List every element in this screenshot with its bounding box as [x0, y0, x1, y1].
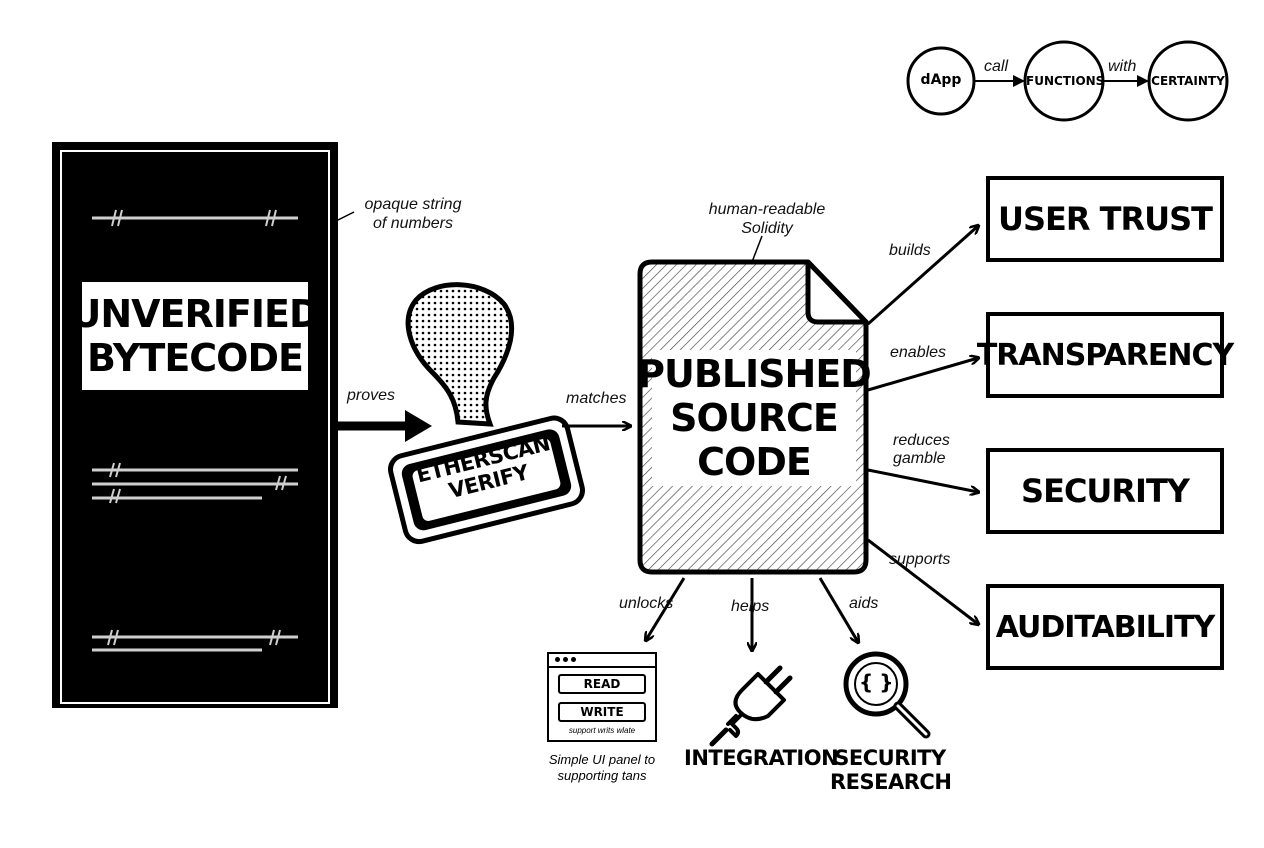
edge-label-aids: aids: [849, 595, 879, 612]
window-dot: [571, 657, 576, 662]
bytecode-note: opaque string of numbers: [352, 195, 474, 233]
bytecode-note-line2: of numbers: [372, 215, 454, 232]
stamp-icon: [388, 282, 585, 545]
window-dot: [563, 657, 568, 662]
outcome-transparency: TRANSPARENCY: [977, 312, 1234, 398]
ui-panel-caption: Simple UI panel to supporting tans: [530, 752, 674, 784]
research-glyph: { }: [859, 670, 893, 694]
write-button[interactable]: WRITE: [558, 702, 646, 722]
flow-node-certainty-label: CERTAINTY: [1151, 74, 1225, 88]
research-label: SECURITY RESEARCH: [830, 746, 952, 794]
research-label-line1: SECURITY: [834, 746, 946, 770]
edge-label-reduces: reduces gamble: [893, 432, 950, 468]
window-titlebar: [549, 654, 655, 668]
edge-label-proves: proves: [347, 387, 396, 404]
plug-icon: [709, 665, 793, 747]
edge-label-reduces-line2: gamble: [893, 450, 946, 467]
window-dot: [555, 657, 560, 662]
edge-label-enables: enables: [890, 344, 947, 361]
arrow-aids: [818, 577, 858, 642]
bytecode-panel: [52, 142, 338, 708]
flow-node-functions-label: FUNCTIONS: [1026, 74, 1105, 88]
bytecode-panel-border: [60, 150, 330, 704]
edge-label-helps: helps: [731, 598, 770, 615]
arrow-supports: [867, 538, 978, 624]
magnifier-icon: [843, 651, 931, 739]
source-title: PUBLISHED SOURCE CODE: [637, 350, 872, 486]
bytecode-note-line1: opaque string: [364, 196, 462, 213]
bytecode-title-line2: BYTECODE: [87, 336, 304, 380]
edge-label-unlocks: unlocks: [619, 595, 674, 612]
outcome-security: SECURITY: [986, 448, 1224, 534]
ui-panel-caption-line1: Simple UI panel to: [548, 752, 656, 767]
arrow-proves-head: [405, 410, 432, 442]
ui-panel-note: support writs wlate: [568, 726, 636, 735]
flow-edge-call-label: call: [984, 58, 1009, 75]
edge-label-reduces-line1: reduces: [893, 432, 950, 449]
edge-label-matches: matches: [566, 390, 627, 407]
flow-node-dapp-label: dApp: [920, 72, 962, 88]
source-note: human-readable Solidity: [692, 200, 842, 238]
arrow-unlocks: [646, 577, 686, 640]
read-button[interactable]: READ: [558, 674, 646, 694]
arrow-reduces: [867, 468, 978, 492]
bytecode-title: UNVERIFIED BYTECODE: [70, 282, 321, 390]
browser-window-icon: READ WRITE support writs wlate: [547, 652, 657, 742]
source-title-line3: CODE: [697, 440, 812, 484]
ui-panel-caption-line2: supporting tans: [557, 768, 647, 783]
edge-label-supports: supports: [889, 551, 951, 568]
source-note-line2: Solidity: [741, 220, 793, 237]
edge-label-builds: builds: [889, 242, 931, 259]
arrow-enables: [867, 358, 978, 392]
source-note-line1: human-readable: [708, 201, 826, 218]
source-title-line2: SOURCE: [670, 396, 839, 440]
flow-node-certainty: [1147, 40, 1229, 122]
flow-edge-with-label: with: [1108, 58, 1137, 75]
source-title-line1: PUBLISHED: [637, 352, 872, 396]
outcome-user-trust: USER TRUST: [986, 176, 1224, 262]
research-label-line2: RESEARCH: [830, 770, 952, 794]
outcome-auditability: AUDITABILITY: [986, 584, 1224, 670]
source-note-leader: [751, 235, 763, 263]
bytecode-title-line1: UNVERIFIED: [70, 292, 320, 336]
arrow-builds: [867, 226, 978, 326]
integration-label: INTEGRATION: [684, 746, 839, 770]
